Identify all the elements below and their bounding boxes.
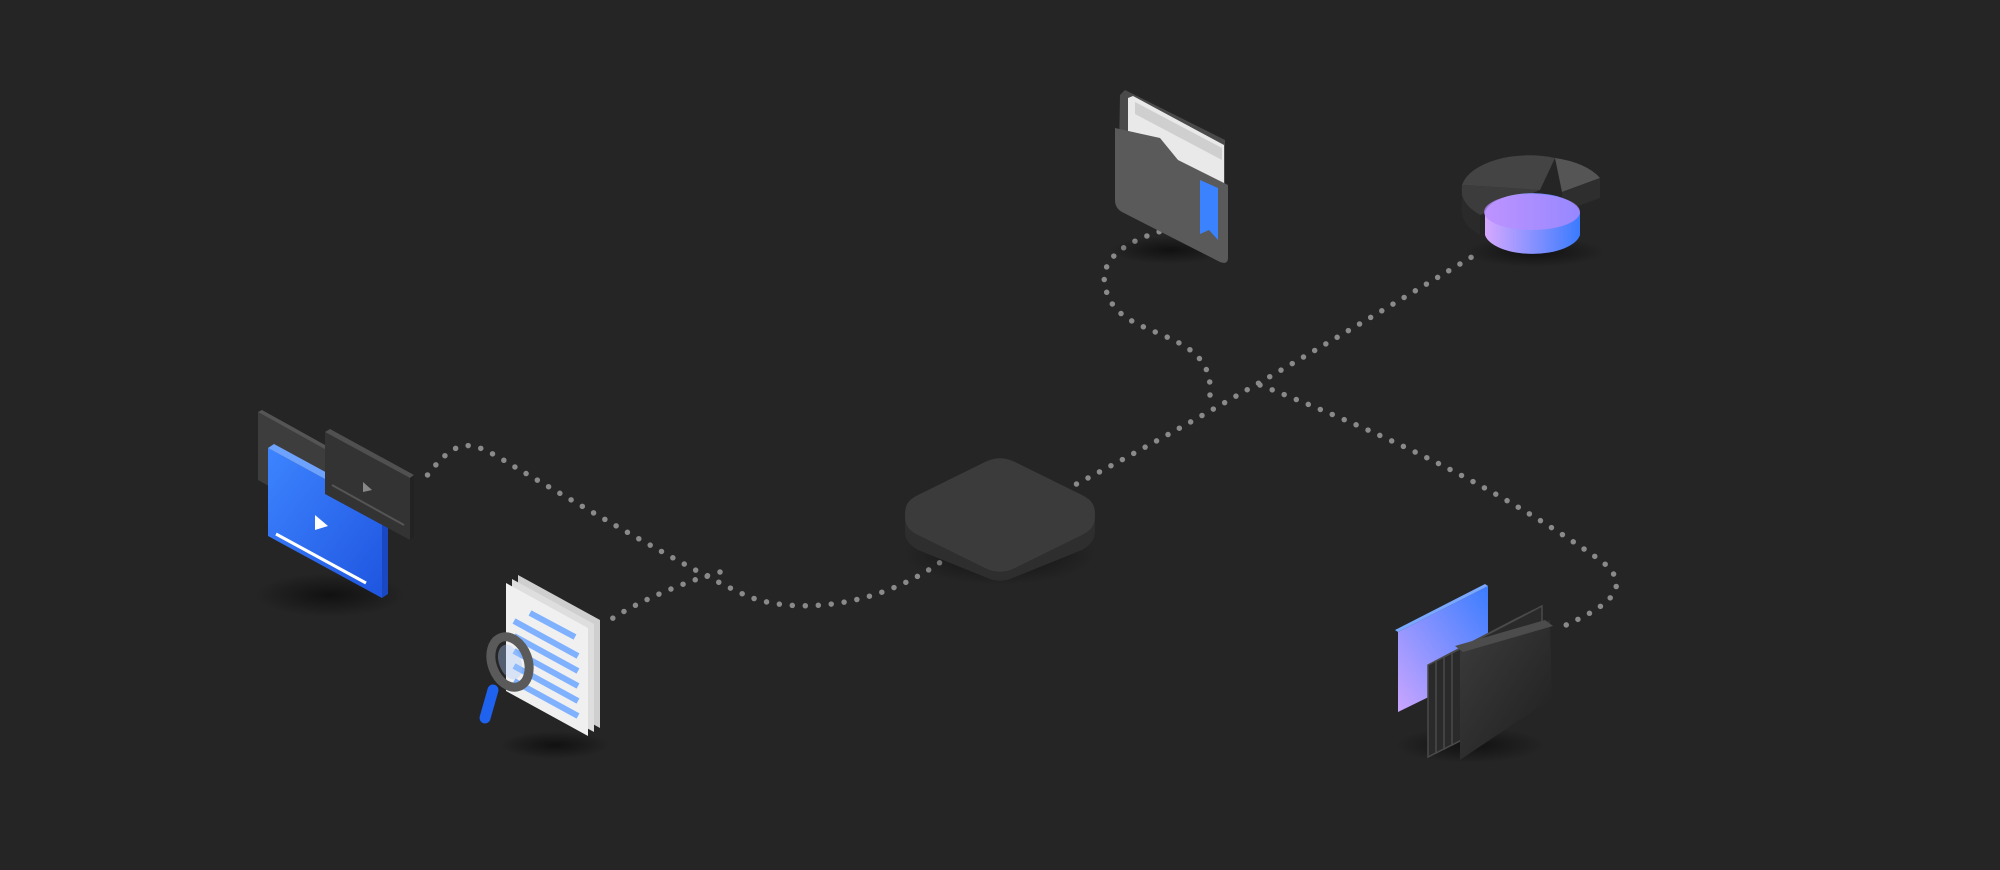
connector-hub-to-stack [1257, 382, 1619, 633]
folder-with-bookmark-icon [1110, 90, 1230, 264]
pie-chart-icon [1461, 155, 1605, 267]
connector-lines [417, 227, 1619, 633]
stacked-cards-icon [1395, 584, 1553, 763]
hub-platform-icon [905, 458, 1095, 585]
connector-hub-to-search [607, 569, 723, 623]
connector-hub-to-video [417, 442, 953, 609]
video-player-windows-icon [255, 410, 414, 617]
document-search-icon [479, 575, 610, 759]
connector-hub-to-pie [1062, 252, 1478, 493]
